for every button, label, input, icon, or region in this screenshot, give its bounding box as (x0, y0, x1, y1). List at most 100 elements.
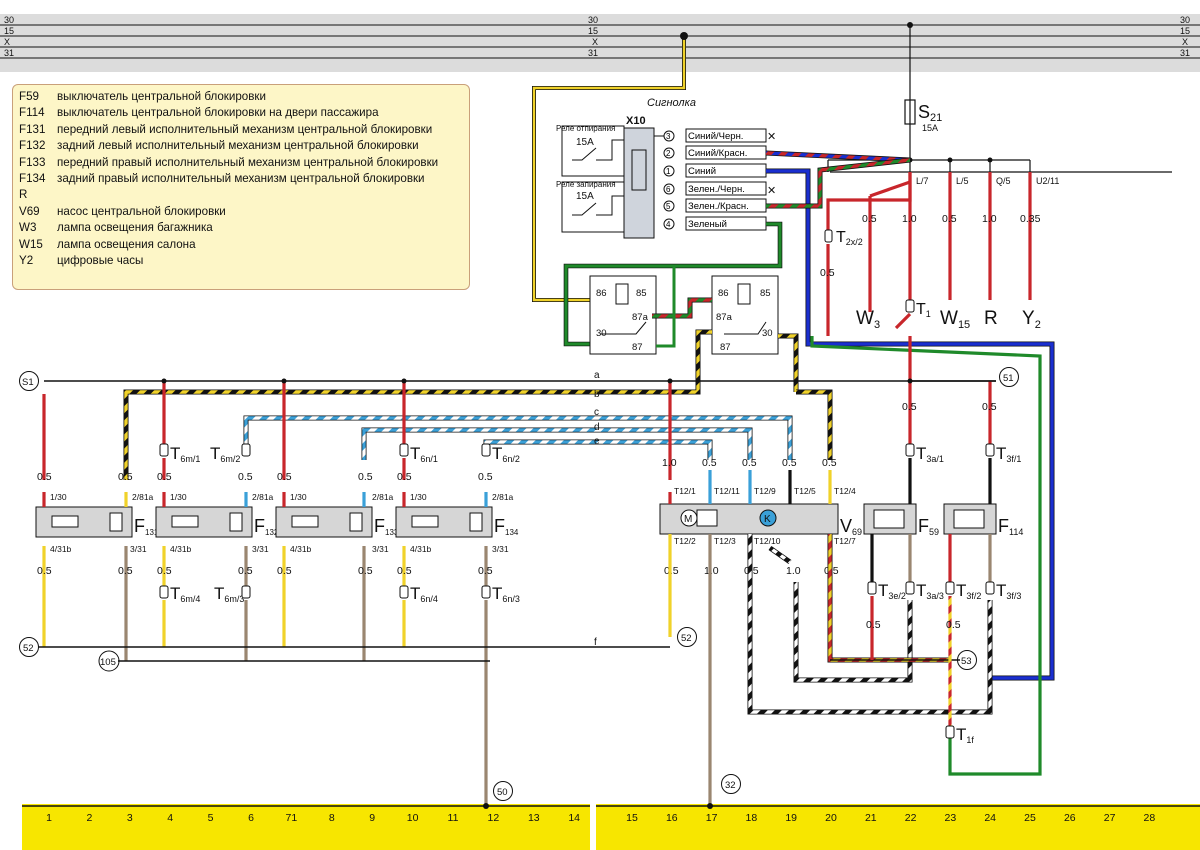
gauge-label: 0.5 (397, 565, 412, 577)
gauge-label: 0.5 (238, 565, 253, 577)
pump-pin: T12/1 (674, 486, 696, 496)
actuator-f132: F132 1/30 2/81a 4/31b 3/31 (155, 492, 279, 554)
relay-r-label: R (984, 308, 998, 329)
bus-label-15: 15 (4, 26, 14, 36)
svg-text:S1: S1 (22, 377, 34, 388)
alarm-relay-lock (561, 181, 625, 233)
svg-text:51: 51 (1003, 373, 1014, 384)
bus-letter-a: a (594, 370, 600, 381)
gauge-label: 0.5 (902, 401, 917, 413)
svg-text:T6n/3: T6n/3 (492, 584, 520, 604)
bus-label-30-right: 30 (1180, 15, 1190, 25)
pump-pin: T12/11 (714, 486, 740, 496)
right-connectors: T3a/1 T3f/1 T3e/2 T3a/3 T3f/2 T3f/3 T1f (867, 443, 1021, 745)
ground-number: 1 (46, 812, 52, 824)
svg-text:Зелен./Красн.: Зелен./Красн. (688, 201, 749, 212)
legend-text: передний правый исполнительный механизм … (57, 155, 439, 169)
bus-label-30-mid: 30 (588, 15, 598, 25)
svg-text:32: 32 (725, 780, 736, 791)
svg-text:87: 87 (720, 342, 731, 353)
gauge-label: 0.5 (157, 565, 172, 577)
svg-text:F114: F114 (998, 516, 1023, 537)
ground-number: 9 (369, 812, 375, 824)
svg-text:T1f: T1f (956, 725, 974, 745)
tap-label: Q/5 (996, 176, 1011, 186)
svg-text:V69: V69 (840, 516, 862, 537)
junction-dot (483, 803, 489, 809)
ground-number: 10 (407, 812, 419, 824)
alarm-pin-row: 6 Зелен./Черн. ✕ (663, 181, 776, 197)
alarm-title: Сигнолка (647, 97, 696, 109)
relay-unlock-label: Реле отпирания (556, 124, 615, 133)
legend-text: лампа освещения салона (57, 237, 196, 251)
bus-b (123, 384, 833, 480)
ground-number: 22 (905, 812, 917, 824)
svg-text:85: 85 (636, 288, 647, 299)
ground-number: 13 (528, 812, 540, 824)
svg-text:1/30: 1/30 (50, 492, 67, 502)
svg-text:F134: F134 (494, 516, 519, 537)
bus-letter-c: c (594, 407, 599, 418)
ground-number: 12 (488, 812, 500, 824)
gauge-label: 0.5 (358, 471, 373, 483)
legend-code: F133 (19, 155, 46, 169)
ground-number: 18 (746, 812, 758, 824)
svg-text:1/30: 1/30 (410, 492, 427, 502)
pump-pin: T12/5 (794, 486, 816, 496)
ground-number: 2 (86, 812, 92, 824)
relay-lock-fuse: 15A (576, 191, 594, 202)
legend-code: F134 (19, 172, 46, 186)
svg-text:86: 86 (718, 288, 729, 299)
gauge-label: 0.5 (277, 565, 292, 577)
alarm-pin-row: 4 Зеленый (663, 216, 767, 231)
gauge-label: 0.5 (37, 565, 52, 577)
gauge-label: 0.5 (946, 619, 961, 631)
tap-label: L/7 (916, 176, 929, 186)
legend-text: лампа освещения багажника (57, 221, 213, 235)
svg-text:F132: F132 (254, 516, 279, 537)
gauge-label: 1.0 (902, 213, 917, 225)
lamp-wires (826, 172, 1032, 336)
gauge-label: 0.5 (238, 471, 253, 483)
actuator-f131: F131 1/30 2/81a 4/31b 3/31 (35, 492, 159, 554)
bus-label-x-mid: X (592, 37, 598, 47)
bus-letter-e: e (594, 436, 600, 447)
svg-text:T1: T1 (916, 301, 931, 319)
svg-text:52: 52 (23, 643, 34, 654)
alarm-pins: 3 Синий/Черн. ✕ 2 Синий/Красн. 1 Синий 6… (654, 128, 776, 231)
alarm-pin-row: 2 Синий/Красн. (663, 145, 767, 160)
bus-band (0, 14, 1200, 72)
feed-wires-red (42, 336, 992, 480)
actuator-outputs (42, 546, 488, 806)
pump-pin: T12/10 (754, 536, 781, 546)
svg-text:2/81a: 2/81a (372, 492, 394, 502)
bus-label-x: X (4, 37, 10, 47)
svg-text:3/31: 3/31 (130, 544, 147, 554)
svg-text:30: 30 (762, 328, 773, 339)
legend-code: F132 (19, 139, 46, 153)
ground-bar-right (596, 804, 1200, 850)
ground-number: 27 (1104, 812, 1116, 824)
junction-dot (281, 378, 287, 384)
alarm-connector (623, 127, 655, 239)
fuse-s21-line (904, 25, 916, 160)
svg-text:4/31b: 4/31b (50, 544, 72, 554)
legend-code: F114 (19, 106, 45, 120)
actuator-f133: F133 1/30 2/81a 4/31b 3/31 (275, 492, 399, 554)
svg-text:3: 3 (666, 132, 671, 141)
switch-f59: F59 (863, 503, 939, 537)
bus-label-31-right: 31 (1180, 48, 1190, 58)
ground-number: 3 (127, 812, 133, 824)
legend-code: V69 (19, 204, 40, 218)
ground-number: 8 (329, 812, 335, 824)
bus-letter-d: d (594, 422, 600, 433)
gauge-label: 0.5 (782, 457, 797, 469)
gauge-label: 0.5 (358, 565, 373, 577)
svg-text:4: 4 (666, 220, 671, 229)
